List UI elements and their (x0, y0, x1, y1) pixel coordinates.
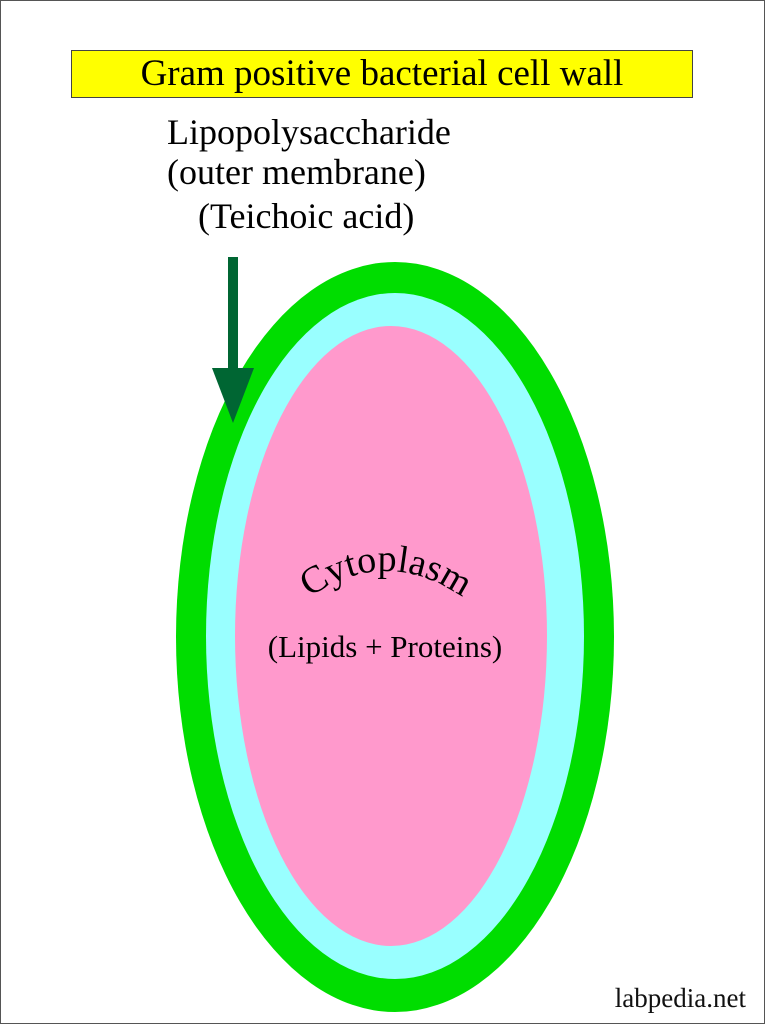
title-banner: Gram positive bacterial cell wall (71, 50, 693, 98)
label-lipopolysaccharide: Lipopolysaccharide (167, 112, 451, 152)
watermark: labpedia.net (614, 983, 746, 1013)
label-teichoic-acid: (Teichoic acid) (198, 196, 415, 236)
arrow-icon (212, 257, 254, 423)
cytoplasm-sublabel: (Lipids + Proteins) (268, 629, 502, 664)
cytoplasm-region (235, 326, 547, 946)
label-outer-membrane: (outer membrane) (167, 152, 426, 192)
